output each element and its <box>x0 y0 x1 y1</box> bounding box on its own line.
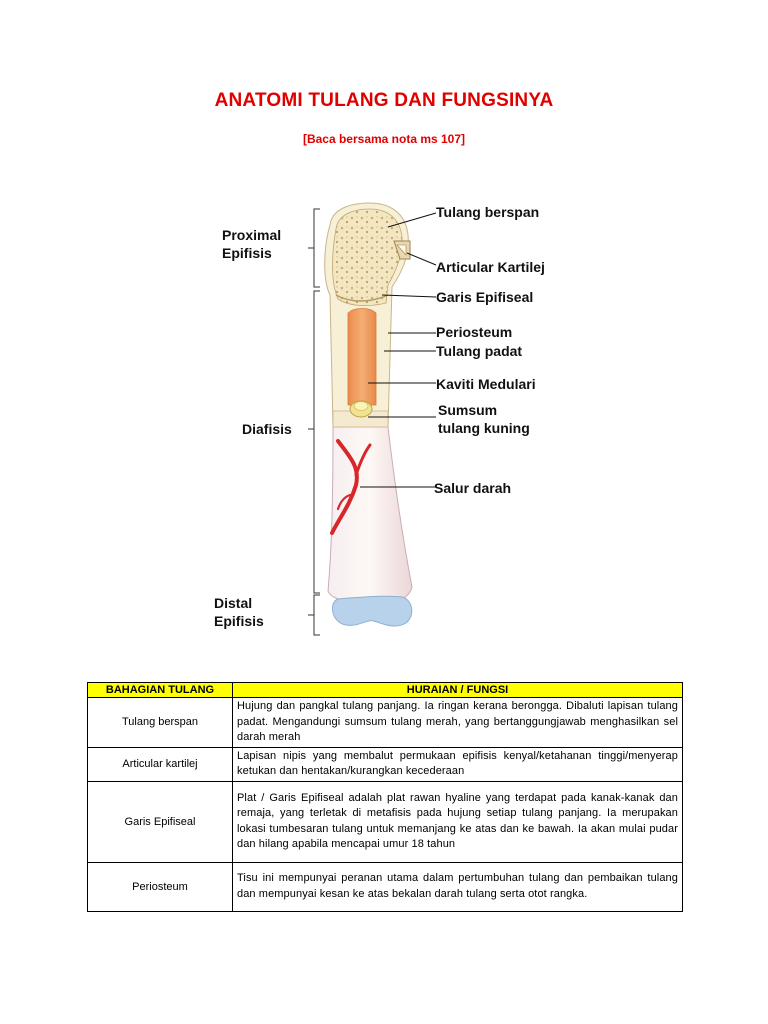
header-huraian: HURAIAN / FUNGSI <box>233 683 683 698</box>
part-cell: Articular kartilej <box>88 747 233 781</box>
garis-epifiseal-label: Garis Epifiseal <box>436 289 533 305</box>
diaphysis-bracket <box>308 291 320 593</box>
sumsum-label-1: Sumsum <box>438 402 497 418</box>
proximal-label-1: Proximal <box>222 227 281 243</box>
yellow-marrow-core <box>354 402 368 411</box>
proximal-label-2: Epifisis <box>222 245 272 261</box>
distal-bracket <box>308 595 320 635</box>
part-cell: Periosteum <box>88 862 233 911</box>
distal-cartilage <box>332 596 411 626</box>
table-row: Tulang berspan Hujung dan pangkal tulang… <box>88 698 683 748</box>
sumsum-label-2: tulang kuning <box>438 420 530 436</box>
distal-label-2: Epifisis <box>214 613 264 629</box>
tulang-berspan-label: Tulang berspan <box>436 204 539 220</box>
periosteum-label: Periosteum <box>436 324 512 340</box>
page-subtitle: [Baca bersama nota ms 107] <box>0 132 768 146</box>
table-row: Garis Epifiseal Plat / Garis Epifiseal a… <box>88 781 683 862</box>
part-cell: Garis Epifiseal <box>88 781 233 862</box>
table-header-row: BAHAGIAN TULANG HURAIAN / FUNGSI <box>88 683 683 698</box>
desc-cell: Hujung dan pangkal tulang panjang. Ia ri… <box>233 698 683 748</box>
header-bahagian: BAHAGIAN TULANG <box>88 683 233 698</box>
diafisis-label: Diafisis <box>242 421 292 437</box>
salur-darah-label: Salur darah <box>434 480 511 496</box>
tulang-padat-label: Tulang padat <box>436 343 522 359</box>
table-row: Periosteum Tisu ini mempunyai peranan ut… <box>88 862 683 911</box>
bone-parts-table: BAHAGIAN TULANG HURAIAN / FUNGSI Tulang … <box>87 682 683 912</box>
bone-diagram: Proximal Epifisis Diafisis Distal Epifis… <box>200 195 580 645</box>
articular-kartilej-label: Articular Kartilej <box>436 259 545 275</box>
table-row: Articular kartilej Lapisan nipis yang me… <box>88 747 683 781</box>
desc-cell: Plat / Garis Epifiseal adalah plat rawan… <box>233 781 683 862</box>
medullary-cavity <box>348 309 376 406</box>
kaviti-medulari-label: Kaviti Medulari <box>436 376 536 392</box>
distal-label-1: Distal <box>214 595 252 611</box>
desc-cell: Tisu ini mempunyai peranan utama dalam p… <box>233 862 683 911</box>
part-cell: Tulang berspan <box>88 698 233 748</box>
desc-cell: Lapisan nipis yang membalut permukaan ep… <box>233 747 683 781</box>
proximal-bracket <box>308 209 320 287</box>
page-title: ANATOMI TULANG DAN FUNGSINYA <box>0 90 768 112</box>
